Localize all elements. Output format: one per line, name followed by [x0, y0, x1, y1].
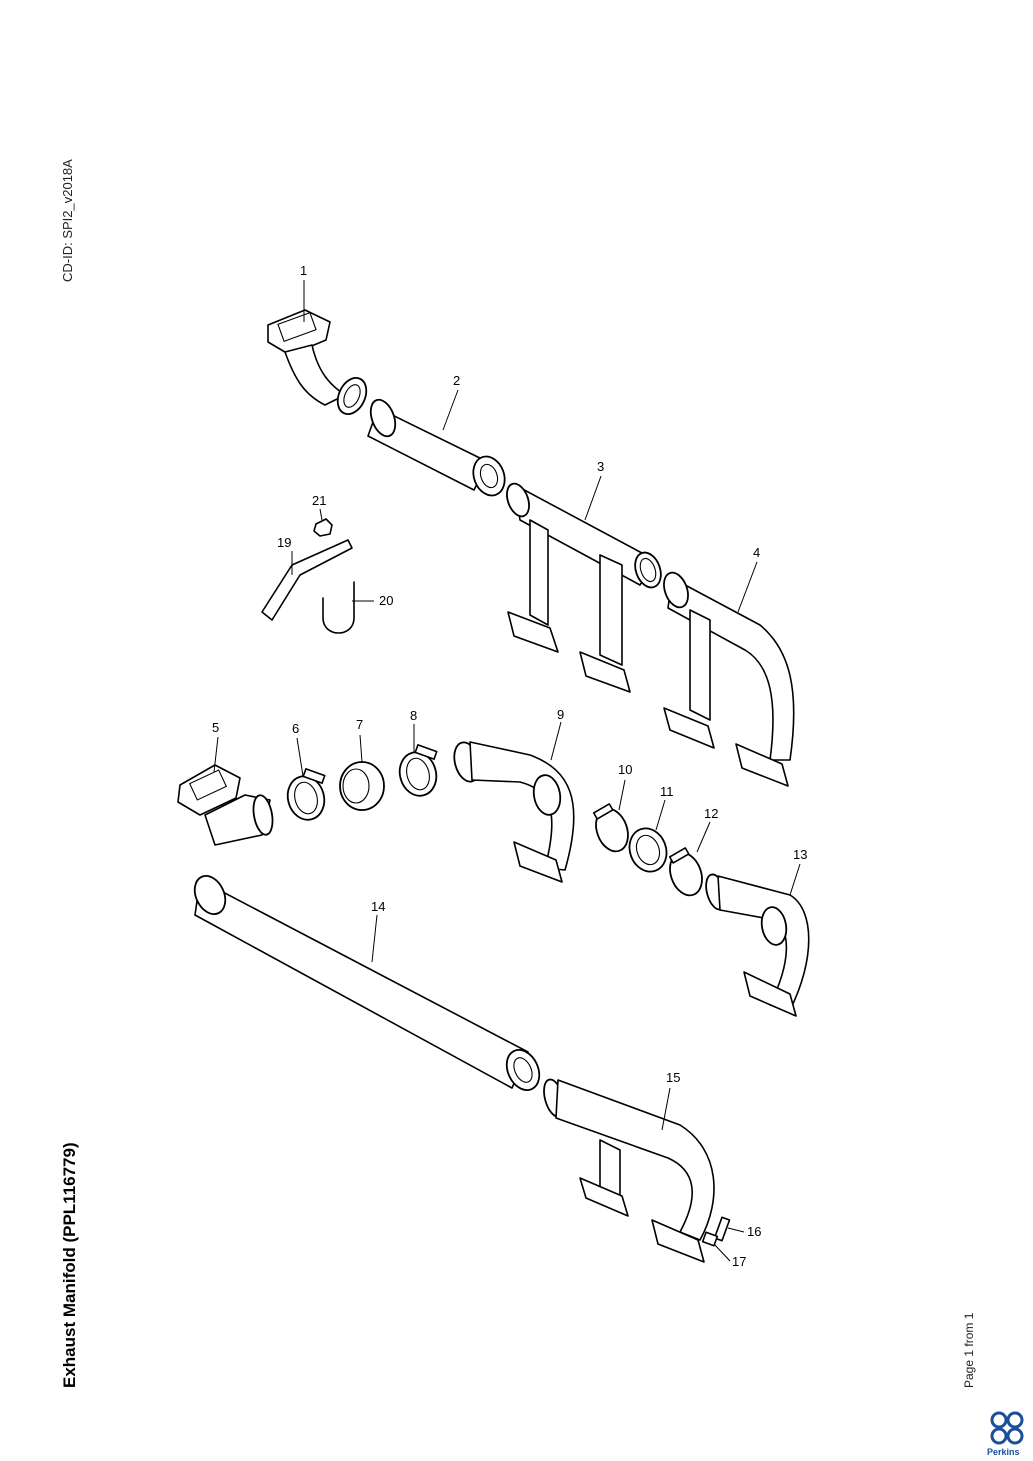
callout-4: 4: [753, 545, 760, 560]
part-15-manifold-end: [543, 1078, 715, 1263]
perkins-logo-icon: [990, 1411, 1024, 1445]
part-5-flange-elbow: [177, 764, 274, 846]
part-21-nut: [313, 518, 333, 537]
callout-6: 6: [292, 721, 299, 736]
part-12-clamp: [668, 847, 703, 897]
part-20-u-bolt: [322, 581, 355, 634]
callout-20: 20: [379, 593, 393, 608]
part-4-manifold-end: [663, 571, 795, 787]
part-13-end-elbow: [705, 873, 810, 1017]
callout-15: 15: [666, 1070, 680, 1085]
callout-7: 7: [356, 717, 363, 732]
callout-10: 10: [618, 762, 632, 777]
part-10-clamp: [592, 803, 629, 853]
callout-5: 5: [212, 720, 219, 735]
perkins-logo-text: Perkins: [987, 1447, 1020, 1457]
callout-12: 12: [704, 806, 718, 821]
part-2-pipe: [367, 398, 506, 497]
callout-8: 8: [410, 708, 417, 723]
part-7-bellows: [339, 761, 385, 811]
part-3-manifold-section: [506, 482, 662, 693]
part-1-elbow: [267, 309, 368, 415]
callout-13: 13: [793, 847, 807, 862]
callout-16: 16: [747, 1224, 761, 1239]
part-16-bolt: [713, 1216, 731, 1242]
part-17-washer: [701, 1231, 719, 1247]
callout-14: 14: [371, 899, 385, 914]
callout-2: 2: [453, 373, 460, 388]
callout-1: 1: [300, 263, 307, 278]
callout-3: 3: [597, 459, 604, 474]
callout-11: 11: [660, 784, 674, 799]
leader-lines: [213, 280, 801, 1262]
part-11-bellows: [628, 827, 668, 873]
part-9-elbow-section: [453, 741, 575, 883]
callout-9: 9: [557, 707, 564, 722]
callout-labels: 1 2 3 4 5 6 7 8 9 10 11 12 13 14 15 16 1…: [212, 263, 807, 1269]
callout-19: 19: [277, 535, 291, 550]
part-8-clamp: [398, 744, 438, 797]
callout-17: 17: [732, 1254, 746, 1269]
part-6-clamp: [286, 768, 326, 821]
callout-21: 21: [312, 493, 326, 508]
part-14-long-pipe: [193, 875, 541, 1091]
